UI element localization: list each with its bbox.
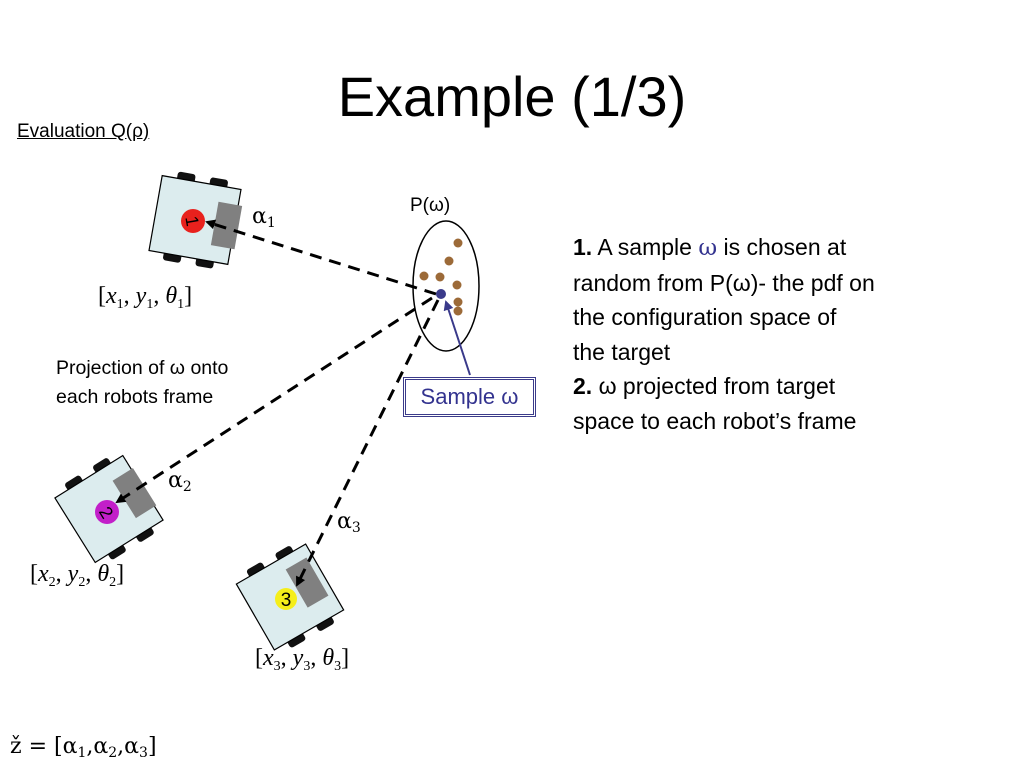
sample-point [436,289,446,299]
distribution-label: P(ω) [410,195,451,216]
angle-label-2: α2 [168,468,192,495]
pose-x: x [38,561,49,587]
pose-theta: θ [322,645,335,671]
pose-y: y [135,283,147,309]
alpha-index: 2 [108,745,118,761]
robot-sensor [210,201,243,250]
slide-title: Example (1/3) [337,65,687,128]
step-2-number: 2. [573,373,593,399]
measurement-lhs: ž = [ [10,734,63,759]
pose-y: y [67,561,79,587]
pose-index: 2 [78,575,86,590]
robot-1-marker [181,209,205,233]
alpha-symbol: α [62,734,78,759]
separator: , [86,734,94,759]
projection-arrow-3 [295,299,440,587]
robot-1-pose: [x1, y1, θ1] [98,283,193,312]
distribution-ellipse [412,220,480,352]
omega-symbol: ω [698,235,718,261]
angle-index: 2 [182,479,192,495]
pose-x: x [106,283,117,309]
angle-index: 1 [266,215,276,231]
alpha-symbol: α [124,734,140,759]
wheel [135,526,154,542]
step-2-text: ω projected from target [598,373,836,399]
particle [453,306,463,316]
step-1-text: A sample [597,234,692,260]
step-1-line: 1. A sample ω is chosen at [573,230,973,266]
pose-index: 2 [48,575,56,590]
robot-3-pose: [x3, y3, θ3] [255,645,350,674]
step-1-line: the target [573,338,671,365]
description-block: 1. A sample ω is chosen at random from P… [573,230,973,438]
separator: , [117,734,125,759]
pose-index: 3 [273,659,281,674]
pose-index: 3 [303,659,311,674]
robot-2-marker [95,500,119,524]
angle-label-1: α1 [252,204,276,231]
particle [419,271,429,281]
step-1-text: is chosen at [723,234,847,260]
pose-theta: θ [165,283,178,309]
particle [452,280,462,290]
alpha-index: 3 [139,745,148,761]
slide-subtitle: Evaluation Q(ρ) [17,121,150,142]
angle-symbol: α [252,204,267,229]
step-1-number: 1. [573,234,593,260]
wheel [65,475,83,491]
robot-3-number: 3 [281,590,292,611]
robot-2-pose: [x2, y2, θ2] [30,561,125,590]
robot-sensor [112,468,157,519]
pose-index: 3 [334,659,342,674]
robot-3-marker [275,588,297,610]
particle [453,297,463,307]
wheel [246,562,265,578]
sample-pointer-arrow [443,300,471,376]
sample-label-box: Sample ω [403,377,536,417]
particle [435,272,445,282]
sample-label: Sample ω [420,384,519,409]
particle [453,238,463,248]
pose-y: y [292,645,304,671]
pose-index: 1 [177,297,185,312]
wheel [287,632,306,648]
robot-sensor [285,557,329,608]
wheel [108,544,126,560]
pose-index: 2 [109,575,117,590]
wheel [316,616,334,631]
projection-arrow-1 [205,219,437,296]
pose-index: 1 [116,297,124,312]
alpha-index: 1 [77,745,87,761]
angle-symbol: α [168,468,183,493]
step-1-line: the configuration space of [573,304,837,330]
alpha-symbol: α [93,734,109,759]
projection-note-line: Projection of ω onto [56,357,229,379]
angle-index: 3 [351,520,361,536]
angle-symbol: α [337,509,352,534]
projection-note: Projection of ω onto each robots frame [56,354,228,412]
particle [444,256,454,266]
measurement-rhs: ] [147,734,157,759]
robot-1-number: 1 [181,215,202,228]
angle-label-3: α3 [337,509,361,536]
pose-x: x [263,645,274,671]
particle-cloud [419,238,463,316]
measurement-vector: ž = [α1,α2,α3] [10,734,157,761]
pose-index: 1 [146,297,154,312]
wheel [275,546,294,561]
pose-theta: θ [97,561,110,587]
projection-arrow-2 [115,296,433,504]
step-2-line: space to each robot’s frame [573,407,857,434]
step-1-line: random from P(ω)- the pdf on [573,269,875,296]
projection-note-line: each robots frame [56,386,214,408]
wheel [93,458,111,474]
step-2-line: 2. ω projected from target [573,369,973,404]
